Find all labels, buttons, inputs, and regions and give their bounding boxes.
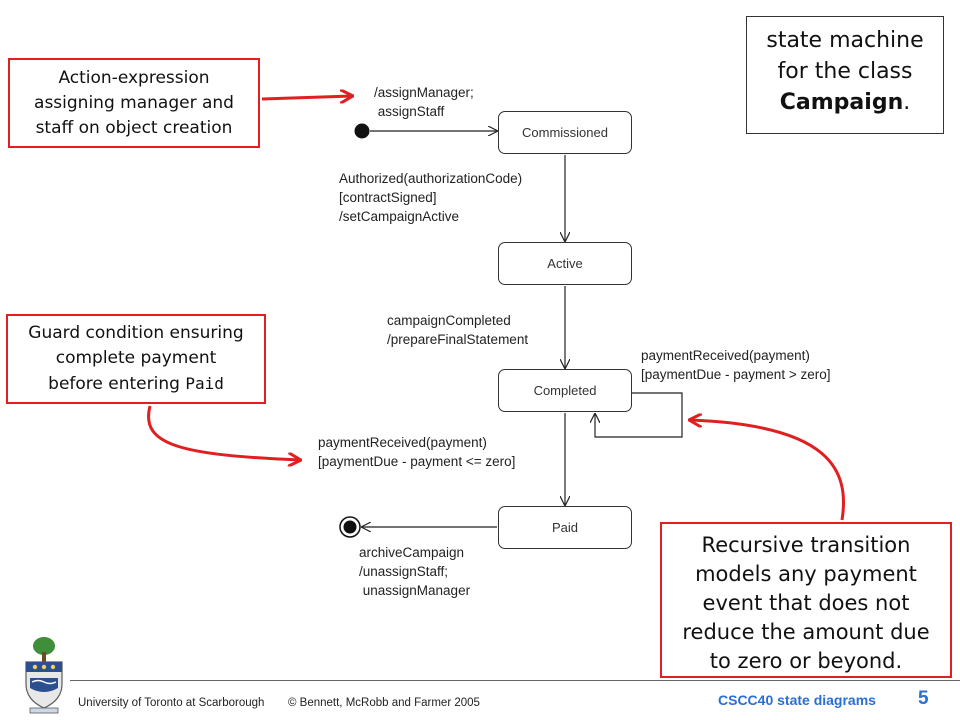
transition-label-payment-paid: paymentReceived(payment) [paymentDue - p… (318, 435, 516, 469)
footer-course-title: CSCC40 state diagrams (718, 692, 876, 708)
transition-label-archive: archiveCampaign /unassignStaff; unassign… (359, 545, 471, 598)
callout-recursive-line-3: event that does not (702, 591, 910, 615)
callout-arrow-action (261, 96, 352, 99)
callout-action-expression: Action-expression assigning manager and … (8, 58, 260, 148)
title-class-name: Campaign (779, 90, 904, 115)
title-line-3: Campaign. (747, 87, 943, 118)
callout-guard-condition: Guard condition ensuring complete paymen… (6, 314, 266, 404)
transition-completed-self-loop (595, 392, 683, 438)
transition-label-authorized: Authorized(authorizationCode) [contractS… (339, 171, 523, 224)
transition-label-payment-recursive: paymentReceived(payment) [paymentDue - p… (641, 348, 831, 382)
state-paid: Paid (498, 506, 632, 549)
callout-recursive-line-2: models any payment (695, 562, 917, 586)
title-line-2: for the class (777, 59, 913, 84)
transition-label-campaign-completed: campaignCompleted /prepareFinalStatement (387, 313, 529, 347)
footer-university: University of Toronto at Scarborough (78, 697, 265, 709)
callout-recursive-line-5: to zero or beyond. (709, 649, 903, 673)
callout-guard-line-1: Guard condition ensuring (28, 323, 244, 343)
title-line-1: state machine (766, 28, 924, 53)
state-active: Active (498, 242, 632, 285)
university-crest-icon (25, 637, 63, 714)
callout-guard-line-3-text: before entering (48, 374, 186, 394)
state-commissioned: Commissioned (498, 111, 632, 154)
footer-copyright: © Bennett, McRobb and Farmer 2005 (288, 697, 480, 709)
transition-label-assign: /assignManager; assignStaff (374, 85, 474, 119)
callout-recursive-transition: Recursive transition models any payment … (660, 522, 952, 678)
state-completed: Completed (498, 369, 632, 412)
callout-arrow-recursive (690, 420, 846, 521)
callout-guard-line-3: before entering Paid (8, 371, 264, 397)
callout-recursive-line-1: Recursive transition (701, 533, 911, 557)
callout-guard-line-2: complete payment (55, 348, 217, 368)
callout-action-line-1: Action-expression (58, 68, 210, 88)
initial-state-dot (354, 123, 370, 139)
final-state-dot (343, 520, 357, 534)
footer-divider (70, 680, 960, 681)
title-period: . (903, 90, 911, 115)
footer-page-number: 5 (918, 688, 929, 709)
diagram-title-box: state machine for the class Campaign. (746, 16, 944, 134)
callout-action-line-2: assigning manager and (34, 93, 234, 113)
callout-guard-code: Paid (185, 374, 224, 393)
callout-action-line-3: staff on object creation (35, 118, 233, 138)
callout-recursive-line-4: reduce the amount due (682, 620, 930, 644)
callout-arrow-guard (147, 405, 300, 460)
